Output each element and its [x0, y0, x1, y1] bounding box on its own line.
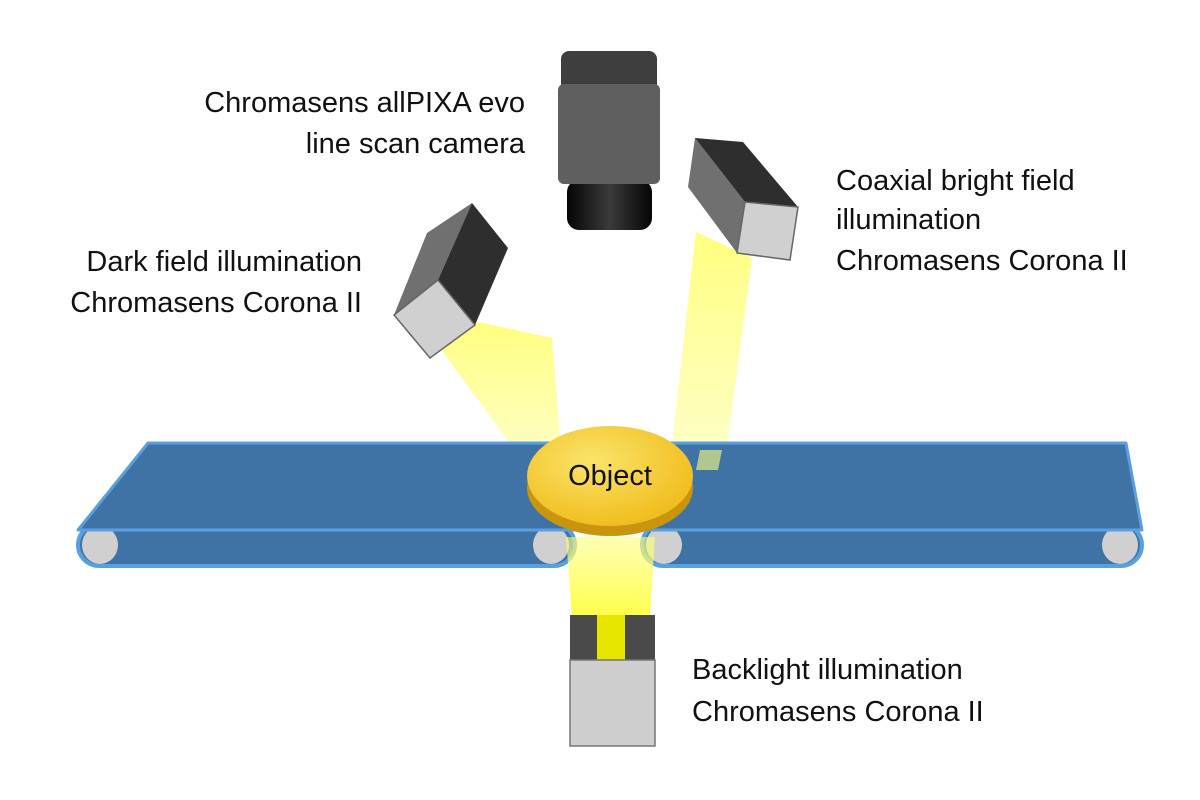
- coaxial-label-line-1: Coaxial bright field: [836, 165, 1075, 197]
- dark-field-illumination-unit: [392, 203, 508, 360]
- dark-field-label-line-2: Chromasens Corona II: [70, 287, 362, 319]
- backlight-label-line-1: Backlight illumination: [692, 654, 963, 686]
- object-label: Object: [568, 460, 652, 492]
- camera-label: Chromasens allPIXA evo line scan camera: [204, 87, 526, 160]
- dark-field-label: Dark field illumination Chromasens Coron…: [70, 246, 362, 319]
- coaxial-label-line-2: illumination: [836, 204, 981, 236]
- camera-label-line-2: line scan camera: [306, 128, 526, 160]
- dark-field-beam: [438, 322, 562, 468]
- backlight-beam: [566, 537, 655, 615]
- conveyor-belt-left: [76, 522, 577, 568]
- coaxial-illumination-unit: [688, 138, 799, 261]
- coaxial-beam: [672, 232, 752, 462]
- backlight-illumination-unit: [569, 615, 656, 747]
- camera-label-line-1: Chromasens allPIXA evo: [204, 87, 525, 119]
- object-disc: Object: [527, 426, 693, 536]
- coaxial-label-line-3: Chromasens Corona II: [836, 245, 1128, 277]
- line-scan-camera: [558, 51, 660, 230]
- backlight-label: Backlight illumination Chromasens Corona…: [692, 654, 984, 728]
- backlight-label-line-2: Chromasens Corona II: [692, 696, 984, 728]
- coaxial-label: Coaxial bright field illumination Chroma…: [836, 165, 1128, 277]
- dark-field-label-line-1: Dark field illumination: [86, 246, 362, 278]
